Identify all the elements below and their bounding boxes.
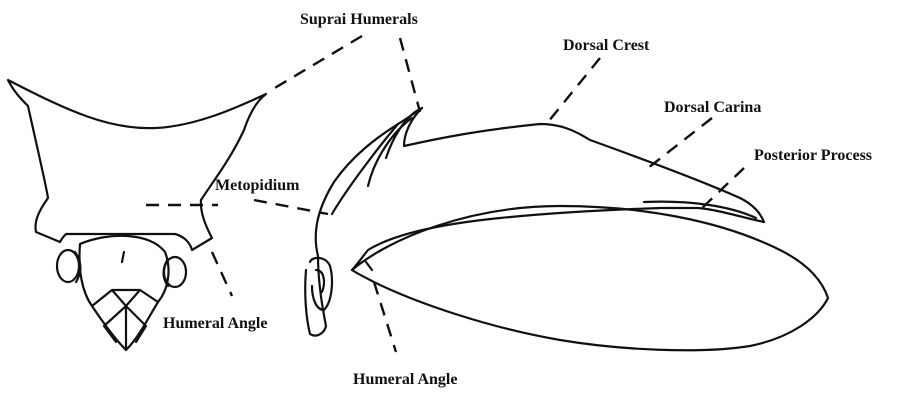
label-dorsal-carina: Dorsal Carina (664, 99, 761, 116)
lateral-view-pronotum-front-edge (305, 256, 326, 336)
leader-humeral-angle-lateral (374, 282, 396, 352)
label-humeral-angle-front: Humeral Angle (163, 315, 267, 332)
leader-humeral-angle-front (212, 252, 232, 296)
lateral-view-humeral-tick (366, 262, 372, 270)
label-metopidium: Metopidium (215, 177, 300, 194)
leader-suprahumeral-lateral (400, 38, 420, 112)
leader-posterior-process (702, 168, 744, 208)
lateral-view-suprahumeral (332, 108, 422, 214)
leader-metopidium-lateral (254, 200, 328, 214)
leader-suprahumeral-front (268, 36, 362, 92)
label-suprahumerals: Suprai Humerals (300, 11, 418, 28)
leader-lines (146, 36, 744, 352)
front-view-face-sutures (92, 252, 158, 350)
front-view-pronotum-outline (8, 80, 266, 250)
leader-dorsal-crest (548, 58, 600, 122)
label-dorsal-crest: Dorsal Crest (563, 37, 650, 54)
lateral-view-pronotum-outline (316, 108, 764, 270)
label-humeral-angle-lateral: Humeral Angle (353, 371, 457, 388)
front-view (8, 80, 266, 350)
lateral-view-wing (352, 206, 828, 350)
label-posterior-process: Posterior Process (754, 147, 872, 164)
leader-dorsal-carina (648, 118, 712, 168)
